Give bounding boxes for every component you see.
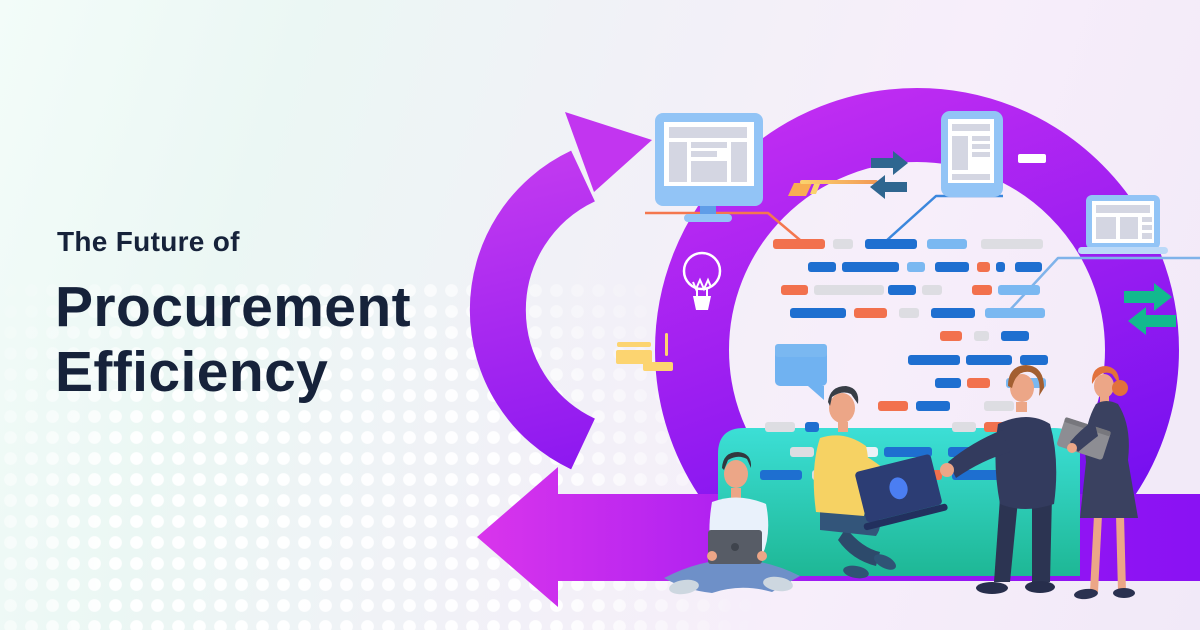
headline-line1: Procurement (55, 275, 412, 339)
person-sitting-couch (813, 386, 948, 579)
headline-block: The Future of Procurement Efficiency (55, 226, 411, 405)
pencil-line-icon (788, 180, 878, 196)
transfer-arrows-blue-icon (870, 151, 908, 199)
tablet-icon (941, 111, 1003, 197)
monitor-icon (655, 113, 763, 222)
laptop-icon (1078, 195, 1168, 254)
headline-eyebrow: The Future of (57, 226, 240, 257)
connector-line-orange (645, 211, 801, 241)
minus-dash-icon (1018, 154, 1046, 163)
headline-line2: Efficiency (55, 339, 329, 404)
person-standing-tablet (1057, 366, 1138, 600)
sticky-notes-icon (616, 333, 673, 371)
refresh-arrow-icon (469, 112, 652, 470)
transfer-arrows-green-icon (1124, 283, 1176, 335)
person-standing-suit (940, 365, 1057, 594)
person-sitting-floor (664, 452, 800, 595)
lightbulb-icon (682, 251, 722, 310)
